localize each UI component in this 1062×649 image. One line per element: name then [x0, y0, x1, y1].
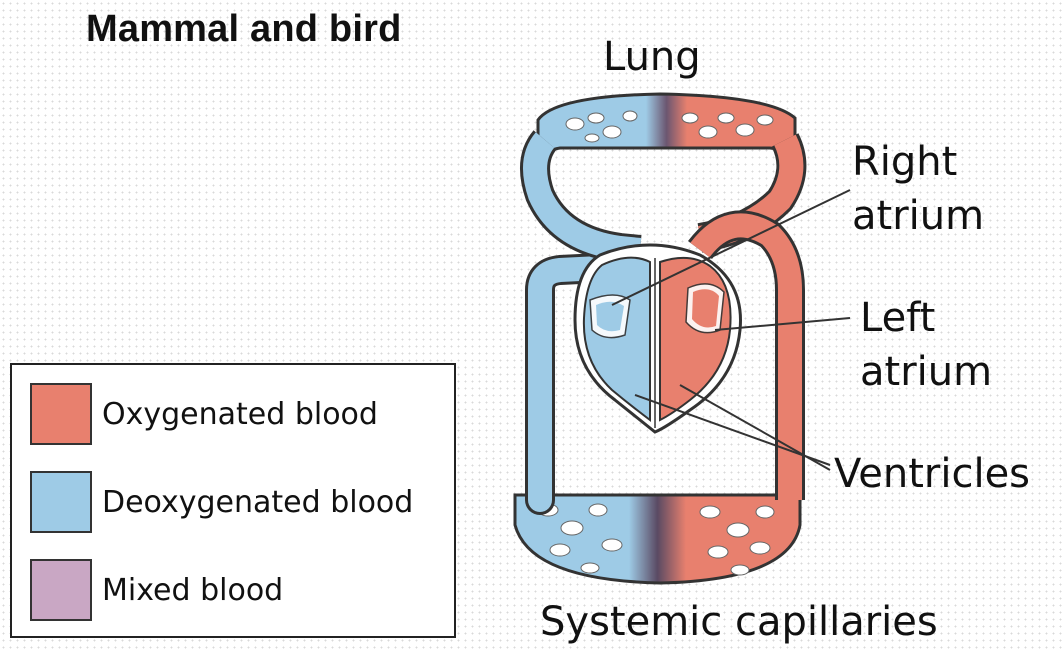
systemic-capillaries-label: Systemic capillaries [540, 600, 938, 644]
legend-label-oxygenated: Oxygenated blood [102, 397, 378, 432]
legend: Oxygenated blood Deoxygenated blood Mixe… [10, 363, 456, 638]
ventricles-label: Ventricles [834, 452, 1030, 496]
left-atrium-label-line1: Left [860, 296, 935, 340]
mixed-swatch [30, 559, 92, 621]
oxygenated-swatch [30, 383, 92, 445]
lung-label: Lung [603, 35, 701, 79]
left-heart-chambers [660, 258, 731, 420]
ventricles-leader-2 [680, 385, 830, 470]
lung-capillary-bed [538, 94, 795, 165]
deoxygenated-swatch [30, 471, 92, 533]
right-atrium-label-line2: atrium [852, 194, 984, 238]
systemic-capillary-bed [515, 495, 800, 583]
legend-label-mixed: Mixed blood [102, 573, 283, 608]
right-atrium-label-line1: Right [852, 140, 957, 184]
left-atrium-label-line2: atrium [860, 350, 992, 394]
legend-label-deoxygenated: Deoxygenated blood [102, 485, 413, 520]
